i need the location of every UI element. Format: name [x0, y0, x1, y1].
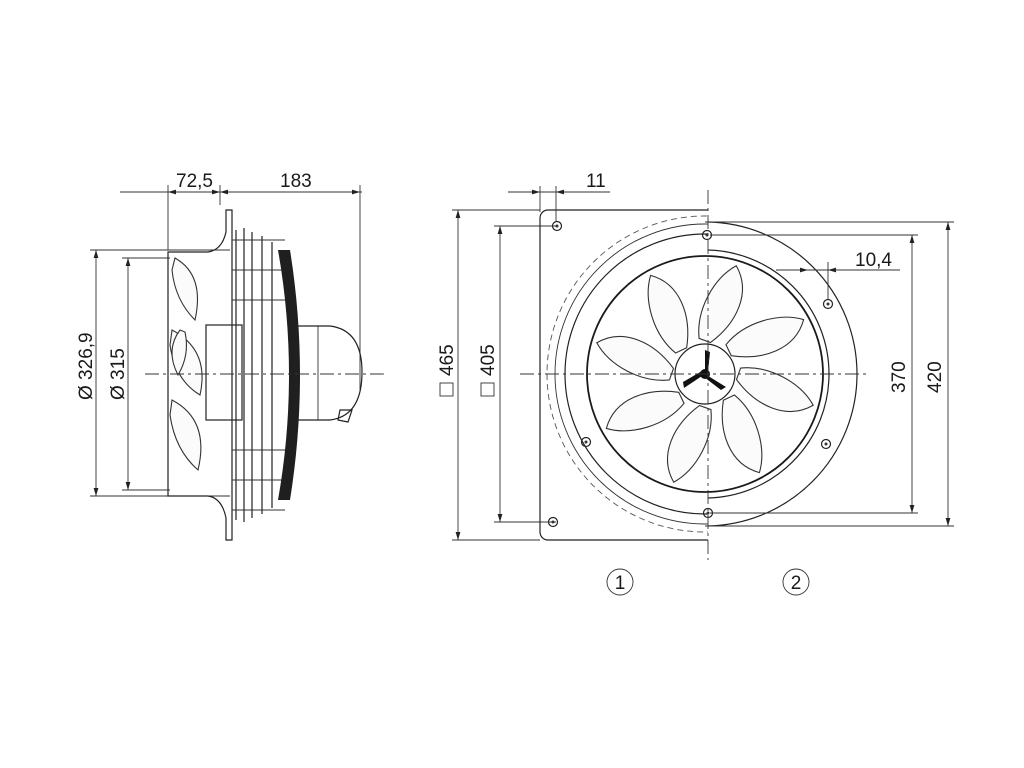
front-blade [721, 394, 763, 474]
dim-side-diameter-inner: Ø 315 [108, 348, 129, 400]
front-blades [596, 265, 814, 483]
dim-square-inner: 405 [478, 344, 499, 376]
front-blade [596, 336, 675, 381]
variant-2-label: 2 [791, 573, 802, 594]
housing-nozzle [167, 209, 233, 541]
front-blade [735, 367, 814, 412]
variant-1-label: 1 [615, 573, 626, 594]
motor-plate [278, 250, 300, 500]
front-blade [605, 390, 685, 432]
dim-ring-outer: 420 [925, 361, 946, 393]
dim-hole-spacing: 370 [889, 361, 910, 393]
blade-side-3 [169, 399, 202, 472]
dim-square-outer: 465 [437, 344, 458, 376]
terminal-box [337, 409, 353, 423]
hub-side [205, 324, 243, 421]
spinner-arms [683, 350, 726, 390]
dim-side-diameter-outer: Ø 326,9 [76, 332, 97, 400]
square-symbol-inner [480, 382, 495, 397]
front-blade [647, 274, 689, 354]
dim-flange-thickness: 11 [586, 171, 606, 192]
front-blade [698, 265, 743, 344]
front-blade [667, 404, 712, 483]
motor-body [295, 325, 363, 421]
square-symbol-outer [439, 382, 454, 397]
blade-side-1 [171, 257, 199, 322]
dim-hole-diameter: 10,4 [855, 250, 892, 271]
variant-1-marker [606, 568, 634, 596]
guard-grille [232, 228, 292, 522]
front-view: 11 465 405 10,4 370 420 1 2 [437, 171, 954, 596]
front-blade [725, 316, 805, 358]
dim-side-depth-front: 72,5 [176, 171, 213, 192]
side-view: 72,5 183 Ø 326,9 Ø 315 [76, 171, 385, 541]
variant-2-marker [782, 568, 810, 596]
blade-side-4 [171, 329, 187, 377]
dim-side-depth-total: 183 [280, 171, 312, 192]
